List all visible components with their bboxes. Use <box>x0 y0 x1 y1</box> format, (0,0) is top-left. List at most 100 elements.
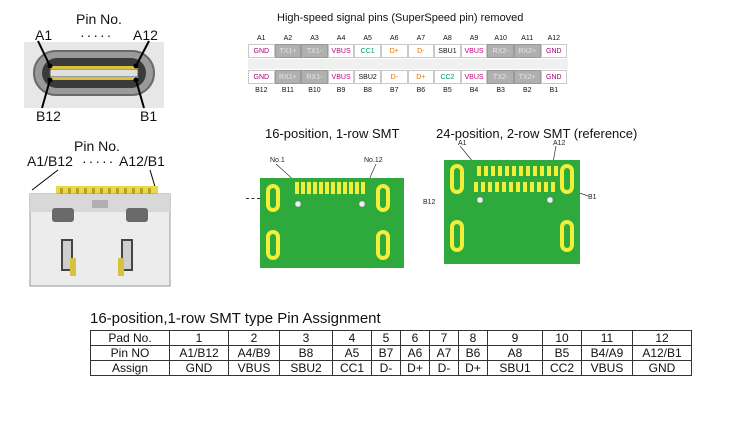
label-a1-b12: A1/B12 <box>27 153 73 169</box>
table-cell: 12 <box>632 330 692 346</box>
table-cell: GND <box>169 360 229 376</box>
table-cell: 9 <box>487 330 543 346</box>
pin-number: A2 <box>283 35 293 42</box>
table-cell: 4 <box>332 330 372 346</box>
pin-cell: TX1- <box>301 44 328 58</box>
pin-cell: RX1- <box>301 70 328 84</box>
pin-cell: GND <box>248 44 275 58</box>
label-a1: A1 <box>35 27 53 43</box>
smt24-a1-label: A1 <box>458 140 467 147</box>
table-cell: CC2 <box>542 360 582 376</box>
pin-cell: SBU1 <box>434 44 461 58</box>
pin-number: B9 <box>336 87 346 94</box>
bottom-left-dots: ····· <box>82 153 116 169</box>
table-cell: A12/B1 <box>632 345 692 361</box>
table-cell: A4/B9 <box>228 345 280 361</box>
pin-chart-gap <box>248 59 568 69</box>
pin-number: A5 <box>363 35 372 42</box>
smt24-title: 24-position, 2-row SMT (reference) <box>436 126 638 141</box>
pin-cell: VBUS <box>460 70 488 84</box>
pin-number: A11 <box>521 35 534 42</box>
smt24-b1-label: B1 <box>588 194 597 201</box>
pin-number: A9 <box>469 35 479 42</box>
pin-number: B11 <box>281 87 294 94</box>
pin-number: B5 <box>443 87 452 94</box>
pin-number: B4 <box>469 87 479 94</box>
bottom-left-pin-no-title: Pin No. <box>74 138 120 154</box>
pin-chart-top-numbers: A1 A2 A3 A4 A5 A6 A7 A8 A9 A10 A11 A12 <box>248 35 567 42</box>
smt24-a12-label: A12 <box>553 140 566 147</box>
pin-number: A7 <box>416 35 426 42</box>
pin-cell: VBUS <box>460 44 488 58</box>
pin-number: A8 <box>443 35 452 42</box>
pin-cell: GND <box>540 44 568 58</box>
pin-cell: TX2- <box>487 70 514 84</box>
pin-number: B7 <box>389 87 399 94</box>
pin-cell: VBUS <box>327 70 355 84</box>
label-b12: B12 <box>36 108 61 124</box>
table-cell: GND <box>632 360 692 376</box>
pin-number: A4 <box>336 35 346 42</box>
pin-number: B2 <box>522 87 532 94</box>
table-cell: 2 <box>228 330 280 346</box>
pin-number: A12 <box>547 35 561 42</box>
pin-number: B12 <box>255 87 268 94</box>
table-cell: A1/B12 <box>169 345 229 361</box>
assignment-title: 16-position,1-row SMT type Pin Assignmen… <box>90 310 381 327</box>
pin-cell: RX2- <box>487 44 514 58</box>
table-cell: A5 <box>332 345 372 361</box>
pin-cell: CC2 <box>434 70 461 84</box>
connector-side-view <box>29 169 171 287</box>
pin-chart-title: High-speed signal pins (SuperSpeed pin) … <box>277 12 524 24</box>
pin-cell: SBU2 <box>354 70 381 84</box>
table-cell: 7 <box>429 330 459 346</box>
pin-cell: RX1+ <box>274 70 302 84</box>
pin-cell: TX2+ <box>513 70 541 84</box>
pin-number: A3 <box>310 35 319 42</box>
smt16-no12-label: No.12 <box>364 157 383 164</box>
top-left-dots: ····· <box>80 27 114 43</box>
table-cell: VBUS <box>581 360 633 376</box>
table-cell: 10 <box>542 330 582 346</box>
table-cell: 5 <box>371 330 401 346</box>
pin-number: A10 <box>494 35 507 42</box>
table-cell: B4/A9 <box>581 345 633 361</box>
pin-cell: D- <box>380 70 408 84</box>
smt16-title: 16-position, 1-row SMT <box>265 126 400 141</box>
pin-number: A6 <box>389 35 399 42</box>
pin-cell: TX1+ <box>274 44 302 58</box>
pin-cell: RX2+ <box>513 44 541 58</box>
table-cell: 3 <box>279 330 333 346</box>
smt16-dash-line <box>246 198 260 199</box>
label-b1: B1 <box>140 108 158 124</box>
table-cell: Pad No. <box>90 330 170 346</box>
table-cell: D- <box>371 360 401 376</box>
pin-cell: GND <box>540 70 568 84</box>
table-row: Pad No. 1 2 3 4 5 6 7 8 9 10 11 12 <box>90 330 692 346</box>
pin-cell: D- <box>407 44 435 58</box>
table-cell: A8 <box>487 345 543 361</box>
table-cell: 1 <box>169 330 229 346</box>
table-cell: Pin NO <box>90 345 170 361</box>
table-cell: 6 <box>400 330 430 346</box>
table-cell: B5 <box>542 345 582 361</box>
table-cell: CC1 <box>332 360 372 376</box>
table-row: Pin NO A1/B12 A4/B9 B8 A5 B7 A6 A7 B6 A8… <box>90 345 692 361</box>
table-cell: D+ <box>458 360 488 376</box>
table-cell: SBU2 <box>279 360 333 376</box>
pin-chart-bottom-numbers: B12 B11 B10 B9 B8 B7 B6 B5 B4 B3 B2 B1 <box>248 87 567 94</box>
table-cell: D+ <box>400 360 430 376</box>
smt16-footprint <box>260 163 404 268</box>
pin-cell: D+ <box>380 44 408 58</box>
smt24-b12-label: B12 <box>423 199 436 206</box>
pin-cell: VBUS <box>327 44 355 58</box>
pin-number: A1 <box>257 35 266 42</box>
table-cell: D- <box>429 360 459 376</box>
pin-cell: D+ <box>407 70 435 84</box>
pin-number: B6 <box>416 87 426 94</box>
pin-number: B8 <box>363 87 372 94</box>
table-cell: B7 <box>371 345 401 361</box>
pin-assignment-table: Pad No. 1 2 3 4 5 6 7 8 9 10 11 12 Pin N… <box>90 330 692 376</box>
